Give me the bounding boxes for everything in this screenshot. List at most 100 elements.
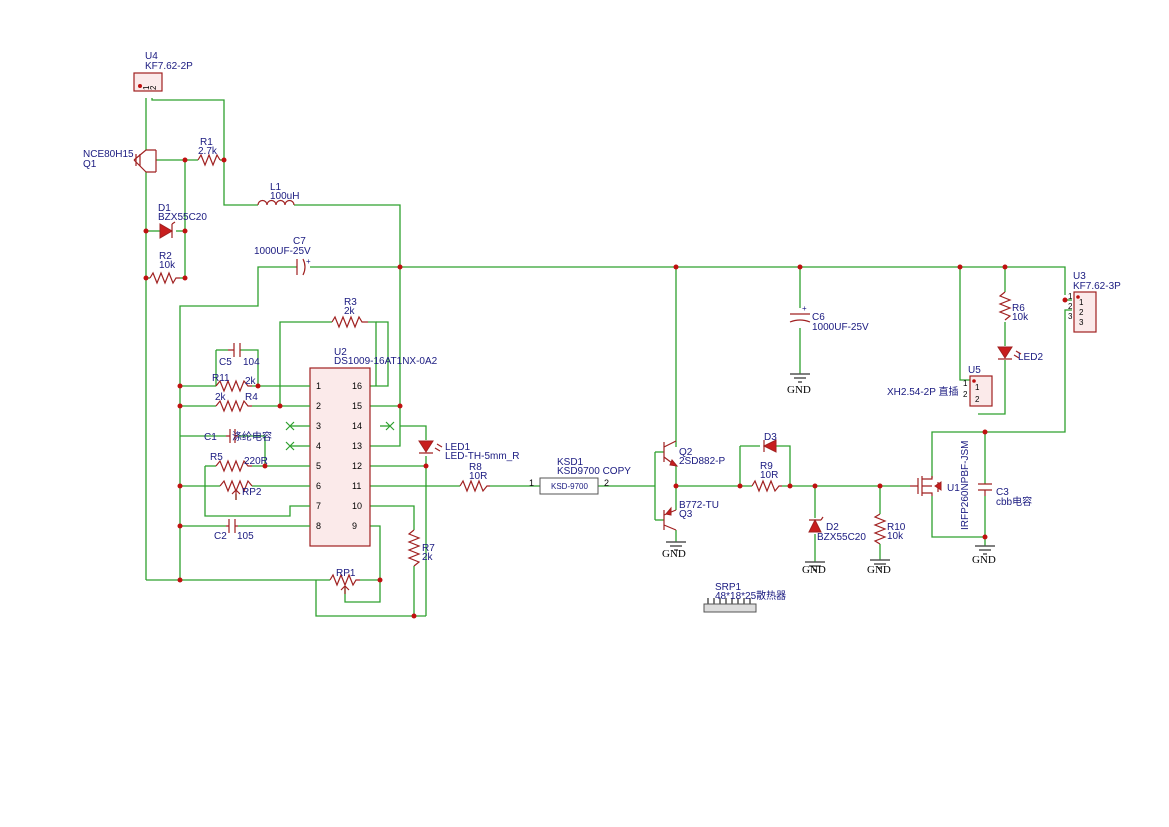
r10-value: 10k bbox=[887, 531, 904, 542]
potentiometer-rp2: RP2 bbox=[219, 479, 262, 500]
r7-ref: R7 bbox=[422, 543, 435, 554]
u2-value: DS1009-16AT1NX-0A2 bbox=[334, 356, 438, 367]
potentiometer-rp1: RP1 bbox=[329, 568, 360, 594]
led1-value: LED-TH-5mm_R bbox=[445, 451, 519, 462]
gnd-label-r10: GND bbox=[867, 564, 891, 576]
q1-value: NCE80H15 bbox=[83, 149, 134, 160]
u5-pin2: 2 bbox=[975, 395, 980, 404]
r4-ref: R4 bbox=[245, 392, 258, 403]
u3-pin2: 2 bbox=[1079, 308, 1084, 317]
d2-value: BZX55C20 bbox=[817, 532, 866, 543]
gnd-label-d2: GND bbox=[802, 564, 826, 576]
u3-ref: U3 bbox=[1073, 271, 1086, 282]
u2-pin-label-left: 1 bbox=[316, 381, 321, 391]
c7-plus: + bbox=[306, 257, 311, 266]
u2-pin-label-left: 8 bbox=[316, 521, 321, 531]
r6-value: 10k bbox=[1012, 312, 1029, 323]
u3-value: KF7.62-3P bbox=[1073, 281, 1121, 292]
connector-u5: 1 2 1 2 U5 XH2.54-2P 直插 bbox=[887, 365, 993, 407]
gnd-d2: GND bbox=[802, 561, 826, 576]
zener-d2: D2 BZX55C20 bbox=[808, 516, 866, 543]
u5-value: XH2.54-2P 直插 bbox=[887, 385, 959, 398]
c7-value: 1000UF-25V bbox=[254, 246, 311, 257]
u2-pin-label-left: 2 bbox=[316, 401, 321, 411]
d1-ref: D1 bbox=[158, 203, 171, 214]
resistor-r10: R10 10k bbox=[873, 513, 906, 545]
resistor-r1: R1 2.7k bbox=[197, 137, 221, 167]
u3-pin2-outer: 2 bbox=[1068, 302, 1073, 311]
u4-value: KF7.62-2P bbox=[145, 61, 193, 72]
gnd-c6: GND bbox=[787, 373, 811, 396]
gnd-c3: GND bbox=[972, 545, 996, 566]
u5-pin1-outer: 1 bbox=[963, 379, 968, 388]
diode-d3: D3 bbox=[762, 432, 777, 453]
r8-value: 10R bbox=[469, 471, 487, 482]
resistor-r6: R6 10k bbox=[998, 291, 1029, 323]
r4-value: 2k bbox=[215, 392, 227, 403]
u2-pin-label-left: 3 bbox=[316, 421, 321, 431]
led-led2: LED2 bbox=[997, 346, 1043, 363]
junctions bbox=[143, 157, 1068, 619]
led-led1: LED1 LED-TH-5mm_R bbox=[418, 440, 519, 462]
u5-ref: U5 bbox=[968, 365, 981, 376]
r3-value: 2k bbox=[344, 306, 356, 317]
c6-plus: + bbox=[802, 304, 807, 313]
u4-pin2: 2 bbox=[149, 85, 158, 90]
d2-ref: D2 bbox=[826, 522, 839, 533]
ksd1-pin1: 1 bbox=[529, 478, 534, 488]
q3-value: B772-TU bbox=[679, 500, 719, 511]
capacitor-c2: C2 105 bbox=[214, 519, 254, 542]
q2-value: 2SD882-P bbox=[679, 456, 725, 467]
r3-ref: R3 bbox=[344, 297, 357, 308]
d3-ref: D3 bbox=[764, 432, 777, 443]
c7-ref: C7 bbox=[293, 236, 306, 247]
u2-pin-label-right: 16 bbox=[352, 381, 362, 391]
u3-pin3: 3 bbox=[1079, 318, 1084, 327]
c3-ref: C3 bbox=[996, 487, 1009, 498]
resistor-r2: R2 10k bbox=[149, 251, 180, 285]
u2-pin-label-right: 9 bbox=[352, 521, 357, 531]
c5-ref: C5 bbox=[219, 357, 232, 368]
transistor-q2: Q2 2SD882-P bbox=[663, 440, 725, 467]
resistor-r9: R9 10R bbox=[751, 461, 782, 493]
u5-pin2-outer: 2 bbox=[963, 390, 968, 399]
r10-ref: R10 bbox=[887, 522, 906, 533]
capacitor-c6: + C6 1000UF-25V bbox=[789, 304, 869, 333]
ground-symbols: GND GND GND GND GND bbox=[662, 373, 996, 576]
resistor-r11: R11 2k bbox=[212, 373, 257, 393]
r9-ref: R9 bbox=[760, 461, 773, 472]
q2-ref: Q2 bbox=[679, 447, 693, 458]
r1-ref: R1 bbox=[200, 137, 213, 148]
u2-pin-label-right: 11 bbox=[352, 481, 361, 491]
u2-pin-label-right: 12 bbox=[352, 461, 362, 471]
inductor-l1: L1 100uH bbox=[257, 182, 299, 206]
resistor-r5: R5 220R bbox=[210, 452, 268, 473]
l1-ref: L1 bbox=[270, 182, 282, 193]
resistor-r4: 2k R4 bbox=[215, 392, 258, 413]
gnd-q3: GND bbox=[662, 541, 686, 560]
c1-value: 涤纶电容 bbox=[232, 430, 272, 443]
u2-pin-label-left: 6 bbox=[316, 481, 321, 491]
u2-pin-label-left: 7 bbox=[316, 501, 321, 511]
resistor-r7: R7 2k bbox=[407, 529, 435, 567]
heatsink-srp1: SRP1 48*18*25散热器 bbox=[703, 582, 786, 613]
r11-value: 2k bbox=[245, 376, 257, 387]
r6-ref: R6 bbox=[1012, 303, 1025, 314]
r2-ref: R2 bbox=[159, 251, 172, 262]
q3-ref: Q3 bbox=[679, 509, 693, 520]
u3-pin3-outer: 3 bbox=[1068, 312, 1073, 321]
ksd1-body: KSD-9700 bbox=[551, 482, 588, 491]
led2-ref: LED2 bbox=[1018, 352, 1043, 363]
ksd1-pin2: 2 bbox=[604, 478, 609, 488]
transistor-q3: B772-TU Q3 bbox=[663, 500, 719, 531]
srp1-ref: SRP1 bbox=[715, 582, 742, 593]
rp2-ref: RP2 bbox=[242, 487, 262, 498]
capacitor-c7: + C7 1000UF-25V bbox=[254, 236, 311, 276]
gnd-label-c6: GND bbox=[787, 384, 811, 396]
r7-value: 2k bbox=[422, 552, 434, 563]
u3-pin1: 1 bbox=[1079, 298, 1084, 307]
u1-value: IRFP260NPBF-JSM bbox=[960, 441, 971, 530]
r1-value: 2.7k bbox=[198, 146, 218, 157]
